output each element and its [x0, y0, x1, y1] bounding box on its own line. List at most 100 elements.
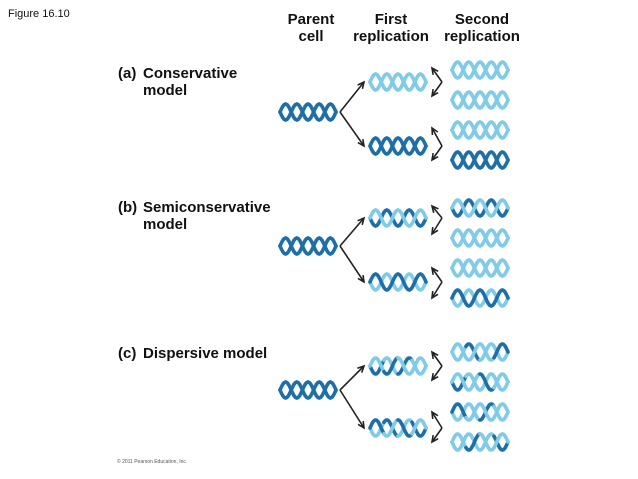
dna-strand — [450, 288, 510, 308]
arrow-shaft — [431, 205, 443, 219]
dna-strand — [382, 356, 400, 376]
dna-strand — [450, 402, 468, 420]
arrow-head — [430, 204, 439, 213]
second-gen-helix — [450, 60, 510, 80]
dna-strand — [492, 432, 510, 450]
dna-strand — [382, 418, 400, 438]
dna-strand — [478, 402, 496, 422]
dna-strand — [478, 432, 496, 452]
arrow-head — [357, 138, 366, 148]
dna-strand — [492, 372, 510, 390]
second-gen-helix — [450, 258, 510, 278]
second-gen-helix — [450, 372, 510, 392]
arrow — [430, 266, 443, 283]
arrow-head — [431, 290, 439, 300]
arrow-head — [430, 434, 439, 444]
dna-strand — [450, 60, 510, 80]
dna-strand — [396, 356, 414, 376]
arrow-head — [357, 364, 366, 373]
dna-strand — [450, 288, 510, 308]
parent-helix — [278, 380, 338, 400]
arrow — [430, 204, 443, 219]
dna-strand — [396, 418, 414, 438]
dna-strand — [396, 356, 414, 376]
dna-strand — [450, 258, 510, 278]
dna-strand — [368, 208, 428, 228]
dna-strand — [450, 228, 510, 248]
arrow — [431, 410, 443, 429]
dna-strand — [450, 198, 510, 218]
figure-label: Figure 16.10 — [8, 8, 70, 20]
dna-strand — [450, 90, 510, 110]
second-gen-helix — [450, 342, 510, 362]
second-gen-helix — [450, 288, 510, 308]
dna-strand — [492, 402, 510, 420]
arrow — [430, 66, 443, 83]
arrow-shaft — [339, 111, 365, 147]
arrow-shaft — [431, 217, 443, 235]
dna-strand — [464, 372, 482, 392]
arrow-shaft — [431, 67, 443, 83]
dna-strand — [368, 418, 386, 436]
copyright-notice: © 2011 Pearson Education, Inc. — [117, 459, 188, 465]
arrow — [430, 81, 443, 98]
first-gen-helix — [368, 72, 428, 92]
dna-strand — [368, 72, 428, 92]
arrow — [339, 245, 366, 284]
arrow — [339, 80, 366, 113]
arrow-shaft — [339, 245, 365, 283]
second-gen-helix — [450, 150, 510, 170]
arrow-head — [357, 216, 366, 225]
dna-strand — [278, 236, 338, 256]
arrow-head — [430, 66, 439, 76]
model-letter: (c) — [118, 345, 137, 362]
dna-strand — [450, 90, 510, 110]
arrow — [430, 427, 443, 444]
first-gen-helix — [368, 208, 428, 228]
dna-strand — [382, 356, 400, 376]
arrow-shaft — [431, 411, 443, 429]
arrow-head — [431, 410, 439, 420]
first-gen-helix — [368, 272, 428, 292]
dna-strand — [368, 272, 428, 292]
arrow — [339, 111, 366, 148]
header-second-replication: Second replication — [444, 11, 520, 45]
dna-strand — [450, 60, 510, 80]
dna-strand — [450, 372, 468, 390]
arrow-shaft — [431, 281, 443, 299]
dna-strand — [450, 258, 510, 278]
first-gen-helix — [368, 136, 428, 156]
first-gen-helix — [368, 356, 428, 376]
dna-strand — [450, 198, 510, 218]
dna-strand — [450, 150, 510, 170]
arrow-head — [430, 266, 439, 276]
model-label-dispersive: (c) Dispersive model — [118, 345, 298, 365]
model-name: Conservative model — [143, 65, 238, 99]
dna-strand — [464, 372, 482, 392]
arrow — [430, 350, 443, 367]
dna-strand — [464, 432, 482, 452]
dna-strand — [368, 136, 428, 156]
arrow — [339, 216, 366, 247]
dna-strand — [278, 380, 338, 400]
header-parent-cell: Parent cell — [287, 11, 335, 45]
dna-strand — [478, 372, 496, 392]
dna-strand — [278, 236, 338, 256]
arrow-shaft — [339, 389, 365, 429]
dna-strand — [368, 72, 428, 92]
dna-strand — [410, 418, 428, 436]
parent-helix — [278, 102, 338, 122]
arrow-shaft — [339, 365, 365, 391]
second-gen-helix — [450, 198, 510, 218]
second-gen-helix — [450, 120, 510, 140]
dna-strand — [492, 342, 510, 360]
first-gen-helix — [368, 418, 428, 438]
dna-strand — [464, 342, 482, 362]
model-label-semiconservative: (b) Semiconservative model — [118, 199, 298, 235]
dna-strand — [278, 102, 338, 122]
dna-strand — [278, 380, 338, 400]
model-label-conservative: (a) Conservative model — [118, 65, 298, 101]
dna-strand — [278, 102, 338, 122]
dna-strand — [450, 432, 468, 450]
